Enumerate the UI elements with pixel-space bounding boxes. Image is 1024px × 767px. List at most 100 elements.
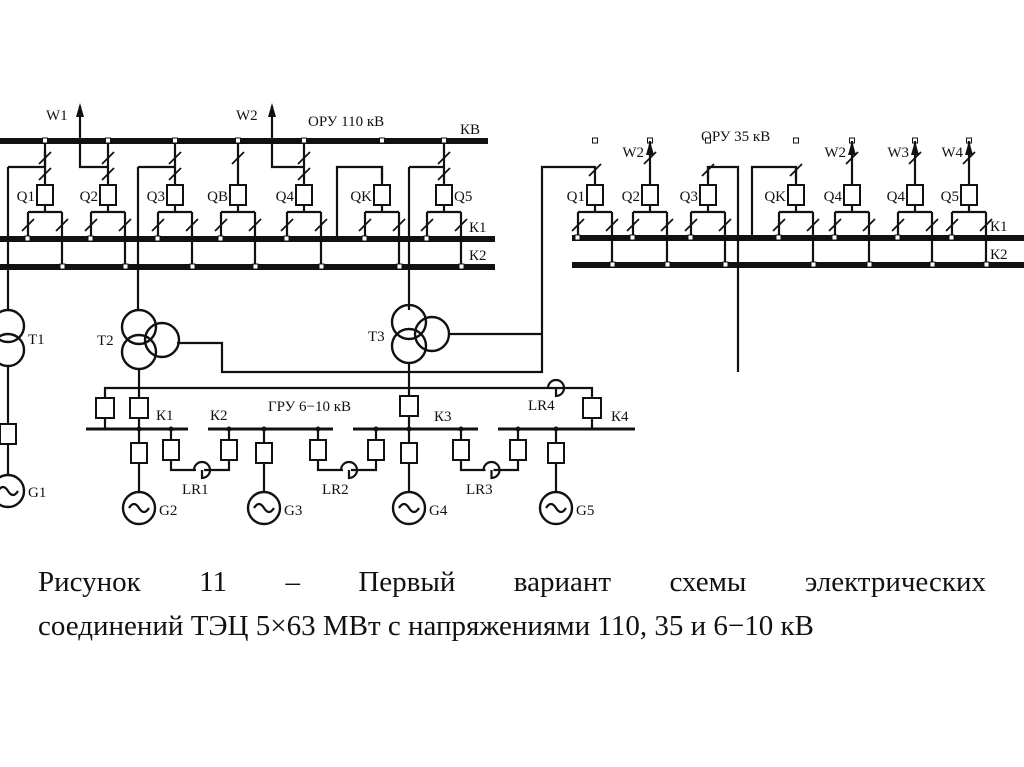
- circuit-breaker-icon: [255, 442, 273, 464]
- circuit-breaker-icon: [130, 442, 148, 464]
- transformer-t2-label: T2: [97, 333, 114, 349]
- breaker-bay-35-4: QK: [764, 137, 820, 268]
- generator-g2: G2: [121, 426, 177, 526]
- generator-label: G4: [429, 503, 448, 519]
- bus-kb-label: КВ: [460, 122, 480, 138]
- disconnector-icon: [297, 167, 311, 181]
- disconnector-icon: [185, 218, 199, 232]
- oru-110-title: ОРУ 110 кВ: [308, 114, 384, 130]
- arrow-up-icon: [911, 141, 919, 155]
- disconnector-icon: [806, 218, 820, 232]
- reactor-lr4-label: LR4: [528, 398, 555, 414]
- breaker-bay-110-4-label: QB: [207, 189, 228, 205]
- circuit-breaker-icon: [295, 184, 313, 206]
- gru-section-k2-label: К2: [210, 408, 228, 424]
- disconnector-icon: [21, 218, 35, 232]
- caption-line-2: соединений ТЭЦ 5×63 МВт с напряжениями 1…: [38, 610, 814, 642]
- generator-icon: [121, 490, 157, 526]
- reactor-icon: [482, 460, 501, 480]
- disconnector-icon: [358, 218, 372, 232]
- disconnector-icon: [392, 218, 406, 232]
- transformer-t3: T3: [368, 303, 542, 365]
- breaker-bay-110-7-label: Q5: [454, 189, 472, 205]
- reactor-lr3: LR3: [452, 426, 527, 498]
- gru-title: ГРУ 6−10 кВ: [268, 399, 351, 415]
- breaker-bay-35-2-label: Q2: [622, 189, 640, 205]
- disconnector-icon: [718, 218, 732, 232]
- breaker-bay-35-4-label: QK: [764, 189, 786, 205]
- line-35-4: W4: [941, 141, 973, 161]
- breaker-bay-35-5: Q4: [824, 137, 876, 268]
- line-w2-label: W2: [236, 108, 258, 124]
- bus-k1-label-35: К1: [990, 219, 1008, 235]
- circuit-breaker-icon: [586, 184, 604, 206]
- arrow-up-icon: [848, 141, 856, 155]
- line-35-label: W2: [622, 145, 644, 161]
- generator-icon: [538, 490, 574, 526]
- arrow-up-icon: [646, 141, 654, 155]
- gru-section-k4-label: К4: [611, 409, 629, 425]
- breaker-bay-110-7: Q5: [420, 137, 472, 270]
- breaker-bay-35-7: Q5: [941, 137, 993, 268]
- gru-section-k3-label: К3: [434, 409, 452, 425]
- disconnector-icon: [101, 151, 115, 165]
- generator-g1-icon: [0, 473, 26, 509]
- generator-g3: G3: [246, 426, 302, 526]
- arrow-up-icon: [965, 141, 973, 155]
- disconnector-icon: [151, 218, 165, 232]
- disconnector-icon: [84, 218, 98, 232]
- disconnector-icon: [660, 218, 674, 232]
- bus-k2-label-110: К2: [469, 248, 487, 264]
- reactor-icon: [339, 460, 359, 480]
- bus-k2-label-35: К2: [990, 247, 1008, 263]
- disconnector-icon: [280, 218, 294, 232]
- breaker-bay-110-5: Q4: [276, 137, 328, 270]
- circuit-breaker-icon: [960, 184, 978, 206]
- reactor-lr4: LR4: [528, 378, 566, 414]
- disconnector-icon: [828, 218, 842, 232]
- generator-label: G5: [576, 503, 594, 519]
- line-35-2: W2: [824, 141, 856, 161]
- breaker-bay-110-3-label: Q3: [147, 189, 165, 205]
- line-35-label: W2: [824, 145, 846, 161]
- breaker-bay-110-2-label: Q2: [80, 189, 98, 205]
- line-35-label: W4: [941, 145, 963, 161]
- breaker-bay-35-7-label: Q5: [941, 189, 959, 205]
- circuit-breaker-icon: [400, 442, 418, 464]
- circuit-breaker-icon: [367, 439, 385, 461]
- transformer-t3-label: T3: [368, 329, 385, 345]
- line-35-1: W2: [622, 141, 654, 161]
- breaker-bay-110-6: QK: [350, 137, 406, 270]
- disconnector-icon: [684, 218, 698, 232]
- disconnector-icon: [571, 218, 585, 232]
- disconnector-icon: [772, 218, 786, 232]
- line-w1-label: W1: [46, 108, 68, 124]
- oru-35-title: ОРУ 35 кВ: [701, 129, 770, 145]
- disconnector-icon: [626, 218, 640, 232]
- transformer-t1-label: T1: [28, 332, 45, 348]
- reactor-label: LR1: [182, 482, 209, 498]
- reactor-label: LR2: [322, 482, 349, 498]
- circuit-breaker-icon: [641, 184, 659, 206]
- arrow-up-icon: [268, 103, 276, 117]
- circuit-breaker-icon: [166, 184, 184, 206]
- circuit-breaker-icon: [229, 184, 247, 206]
- breaker-bay-110-6-label: QK: [350, 189, 372, 205]
- disconnector-icon: [891, 218, 905, 232]
- breaker-bay-35-3-label: Q3: [680, 189, 698, 205]
- disconnector-icon: [118, 218, 132, 232]
- generator-icon: [246, 490, 282, 526]
- gru-section-k1-label: К1: [156, 408, 174, 424]
- circuit-breaker-icon: [220, 439, 238, 461]
- circuit-breaker-icon: [452, 439, 470, 461]
- disconnector-icon: [437, 151, 451, 165]
- disconnector-icon: [168, 167, 182, 181]
- breaker-bay-110-1: Q1: [17, 137, 69, 270]
- disconnector-icon: [908, 151, 922, 165]
- generator-g1-label: G1: [28, 485, 46, 501]
- transformer-t1: T1: [0, 308, 45, 368]
- breaker-bay-35-3: Q3: [680, 137, 732, 268]
